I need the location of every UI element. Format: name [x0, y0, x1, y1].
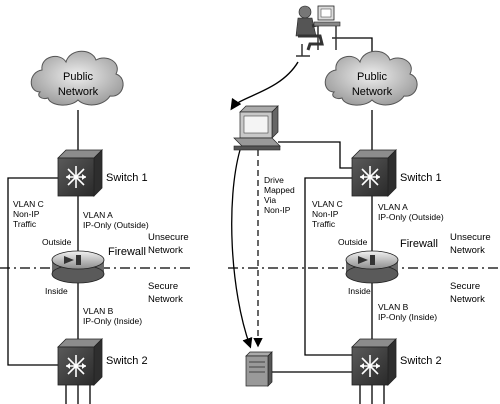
vlan-c-label: Non-IP: [13, 209, 40, 219]
drive-mapped-label: Mapped: [264, 185, 295, 195]
outside-label: Outside: [42, 237, 72, 247]
user-icon: [295, 5, 341, 57]
switch-1-icon: [57, 149, 103, 197]
switch-2-icon: [351, 338, 397, 386]
vlan-a-label: IP-Only (Outside): [378, 212, 444, 222]
vlan-c-label: Traffic: [13, 219, 37, 229]
left-diagram: Public Network Switch 1 VLAN C Non-IP Tr…: [0, 50, 190, 404]
public-network-cloud: Public Network: [30, 50, 124, 106]
public-network-cloud: Public Network: [324, 50, 418, 106]
vlan-c-link: [7, 177, 58, 366]
pc-icon: [233, 105, 281, 151]
drive-mapped-label: Via: [264, 195, 276, 205]
vlan-c-link: [304, 177, 352, 356]
switch-2-label: Switch 2: [106, 355, 148, 367]
unsecure-network-label: Network: [450, 245, 485, 256]
vlan-a-label: IP-Only (Outside): [83, 220, 149, 230]
pc-to-server-arrow: [231, 149, 253, 349]
switch-1-label: Switch 1: [106, 172, 148, 184]
vlan-c-label: Non-IP: [312, 209, 339, 219]
drive-mapped-label: Drive: [264, 175, 284, 185]
switch-2-label: Switch 2: [400, 355, 442, 367]
drive-mapped-label: Non-IP: [264, 205, 291, 215]
vlan-a-label: VLAN A: [378, 202, 408, 212]
vlan-b-label: IP-Only (Inside): [83, 316, 142, 326]
cloud-label: Network: [352, 86, 393, 98]
cloud-label: Public: [357, 71, 387, 83]
vlan-b-label: VLAN B: [378, 302, 409, 312]
switch-1-label: Switch 1: [400, 172, 442, 184]
secure-network-label: Secure: [450, 281, 480, 292]
firewall-icon: [345, 250, 399, 284]
unsecure-network-label: Unsecure: [450, 232, 491, 243]
server-icon: [245, 351, 273, 387]
user-to-pc-arrow: [230, 61, 299, 111]
vlan-b-label: VLAN B: [83, 306, 114, 316]
right-diagram: Public Network Drive Mapped Via Non-IP: [228, 5, 500, 404]
firewall-label: Firewall: [400, 238, 438, 250]
outside-label: Outside: [338, 237, 368, 247]
inside-label: Inside: [348, 286, 371, 296]
secure-network-label: Secure: [148, 281, 178, 292]
secure-network-label: Network: [148, 294, 183, 305]
vlan-c-label: VLAN C: [312, 199, 343, 209]
inside-label: Inside: [45, 286, 68, 296]
unsecure-network-label: Unsecure: [148, 232, 189, 243]
cloud-label: Network: [58, 86, 99, 98]
unsecure-network-label: Network: [148, 245, 183, 256]
vlan-c-label: VLAN C: [13, 199, 44, 209]
vlan-c-label: Traffic: [312, 219, 336, 229]
firewall-icon: [51, 250, 105, 284]
cloud-label: Public: [63, 71, 93, 83]
switch-2-icon: [57, 338, 103, 386]
secure-network-label: Network: [450, 294, 485, 305]
firewall-label: Firewall: [108, 246, 146, 258]
vlan-b-label: IP-Only (Inside): [378, 312, 437, 322]
switch-1-icon: [351, 149, 397, 197]
pc-to-switch1-link: [278, 141, 352, 169]
vlan-a-label: VLAN A: [83, 210, 113, 220]
